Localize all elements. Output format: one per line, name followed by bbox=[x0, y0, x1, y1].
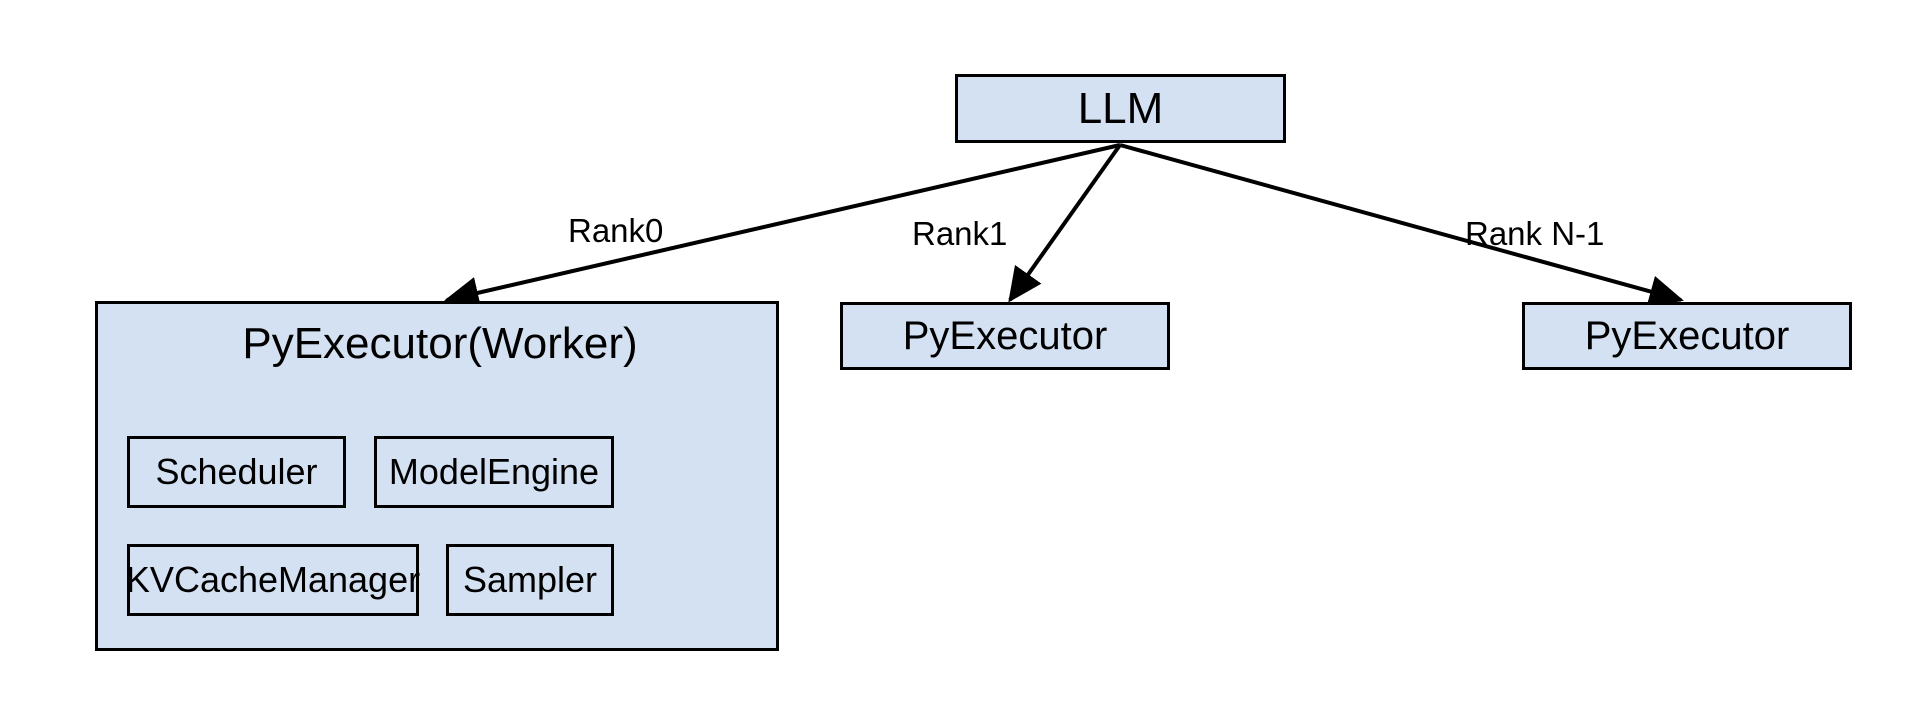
node-pyexecutor-worker-label: PyExecutor(Worker) bbox=[242, 319, 638, 368]
node-scheduler[interactable]: Scheduler bbox=[127, 436, 346, 508]
node-pyexecutor-rank-n-1-label: PyExecutor bbox=[1584, 314, 1790, 358]
node-llm[interactable]: LLM bbox=[955, 74, 1286, 143]
node-sampler[interactable]: Sampler bbox=[446, 544, 614, 616]
node-pyexecutor-rank1-label: PyExecutor bbox=[902, 314, 1108, 358]
node-pyexecutor-worker[interactable]: PyExecutor(Worker) Scheduler ModelEngine… bbox=[95, 301, 779, 651]
node-scheduler-label: Scheduler bbox=[155, 451, 318, 492]
edge-llm-to-rank0 bbox=[444, 143, 1121, 309]
edge-label-rank0: Rank0 bbox=[568, 212, 664, 249]
node-kvcache-manager[interactable]: KVCacheManager bbox=[125, 544, 421, 616]
node-model-engine[interactable]: ModelEngine bbox=[374, 436, 614, 508]
node-pyexecutor-rank1[interactable]: PyExecutor bbox=[840, 302, 1170, 370]
node-kvcache-manager-label: KVCacheManager bbox=[125, 559, 421, 600]
node-pyexecutor-rank-n-1[interactable]: PyExecutor bbox=[1522, 302, 1852, 370]
node-sampler-label: Sampler bbox=[462, 559, 598, 600]
edge-llm-to-rank1 bbox=[1008, 143, 1122, 303]
node-llm-label: LLM bbox=[1077, 83, 1164, 133]
edge-label-rank1: Rank1 bbox=[912, 215, 1008, 252]
edge-label-rank-n-1: Rank N-1 bbox=[1465, 215, 1605, 252]
node-model-engine-label: ModelEngine bbox=[388, 451, 600, 492]
